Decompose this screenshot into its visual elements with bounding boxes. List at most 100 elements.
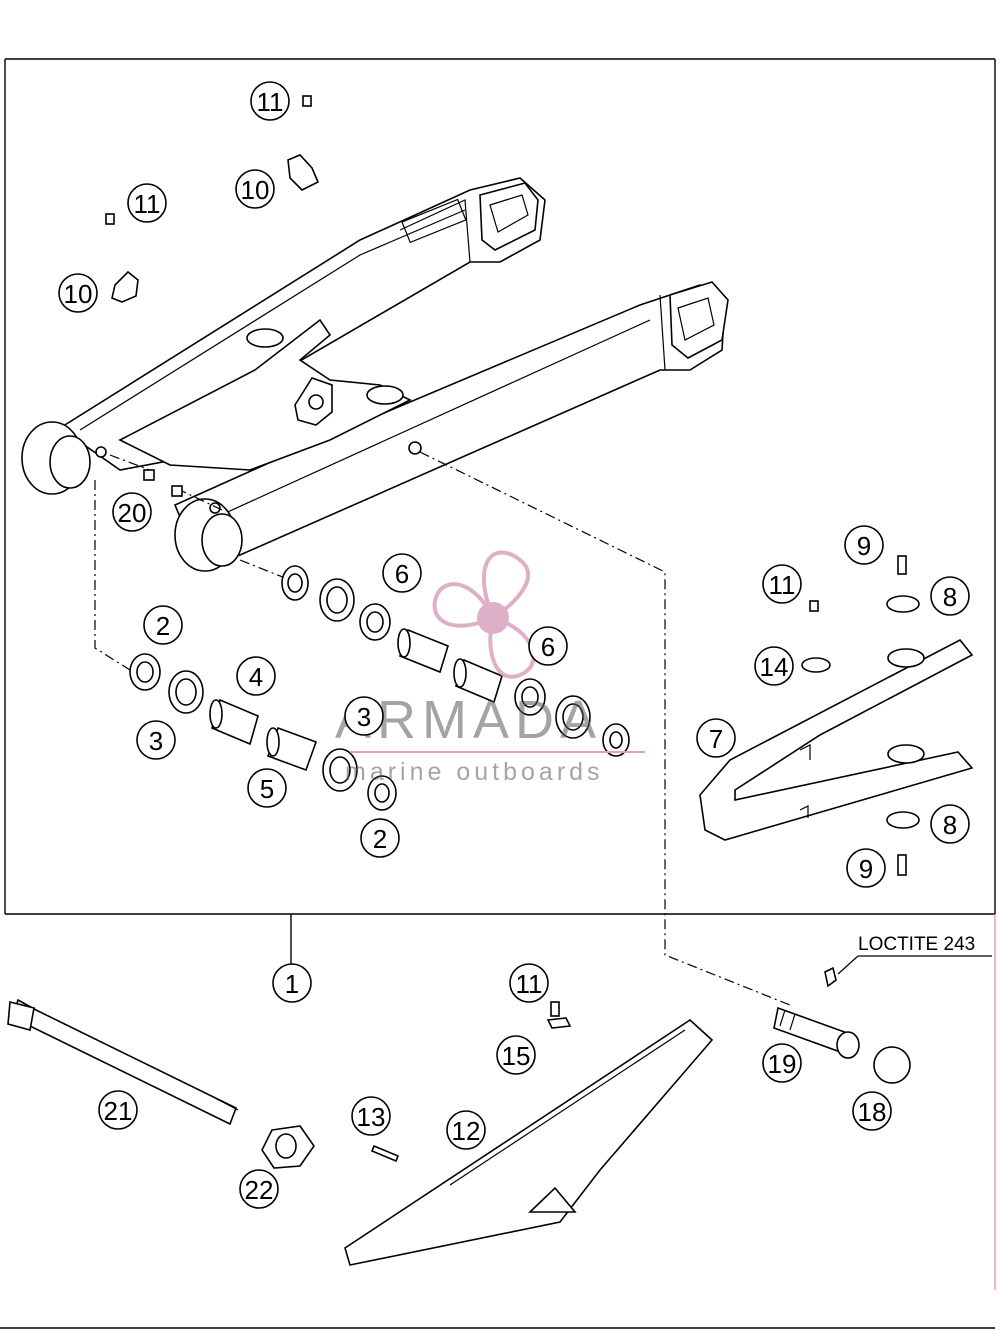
callout-circle <box>236 656 276 696</box>
chain-guard-part <box>344 1018 714 1266</box>
callout-11b: 11 <box>127 183 167 223</box>
callout-number: 10 <box>64 279 93 309</box>
callout-circle <box>696 718 736 758</box>
callout-circle <box>98 1090 138 1130</box>
callout-number: 11 <box>516 969 543 999</box>
callout-2b: 2 <box>360 818 400 858</box>
callout-number: 3 <box>149 726 163 756</box>
callout-number: 1 <box>285 969 299 999</box>
callout-number: 6 <box>395 559 409 589</box>
hardware-parts <box>105 95 920 1163</box>
callout-circle <box>239 1169 279 1209</box>
callout-circle <box>235 169 275 209</box>
callout-number: 13 <box>357 1102 386 1132</box>
callout-circle <box>846 848 886 888</box>
callout-circle <box>762 1043 802 1083</box>
callout-12: 12 <box>446 1110 486 1150</box>
callout-circle <box>351 1096 391 1136</box>
callout-number: 2 <box>156 611 170 641</box>
watermark: ARMADA marine outboards <box>335 550 645 786</box>
propeller-logo-icon <box>432 550 536 679</box>
callout-10a: 10 <box>235 169 275 209</box>
callout-circle <box>446 1110 486 1150</box>
callout-11a: 11 <box>250 81 290 121</box>
callout-number: 20 <box>118 498 147 528</box>
callout-number: 22 <box>245 1175 274 1205</box>
callout-circle <box>58 273 98 313</box>
callout-number: 21 <box>104 1096 133 1126</box>
chain-slider-part <box>699 638 974 841</box>
callout-3a: 3 <box>136 720 176 760</box>
callout-number: 11 <box>134 189 161 219</box>
callout-circle <box>844 525 884 565</box>
callout-18: 18 <box>852 1091 892 1131</box>
callout-9a: 9 <box>844 525 884 565</box>
callout-circle <box>930 804 970 844</box>
callout-number: 7 <box>709 724 723 754</box>
callout-13: 13 <box>351 1096 391 1136</box>
callout-circle <box>272 963 312 1003</box>
callout-20: 20 <box>112 492 152 532</box>
callout-number: 5 <box>260 774 274 804</box>
callout-number: 14 <box>760 652 789 682</box>
callout-6a: 6 <box>382 553 422 593</box>
callout-number: 18 <box>858 1097 887 1127</box>
callout-circle <box>528 626 568 666</box>
callout-2a: 2 <box>143 605 183 645</box>
bearing-parts <box>129 565 630 811</box>
callout-number: 2 <box>373 824 387 854</box>
watermark-tagline: marine outboards <box>345 758 604 786</box>
assembly-leader-lines <box>94 451 791 1006</box>
callout-circle <box>127 183 167 223</box>
callout-22: 22 <box>239 1169 279 1209</box>
callout-circle <box>360 818 400 858</box>
callout-8a: 8 <box>930 576 970 616</box>
callout-number: 8 <box>943 582 957 612</box>
callout-circle <box>247 768 287 808</box>
callout-number: 15 <box>502 1041 531 1071</box>
callout-number: 11 <box>257 87 284 117</box>
callout-circle <box>754 646 794 686</box>
callout-number: 3 <box>357 702 371 732</box>
diagram-frame <box>0 58 996 1329</box>
callout-circle <box>112 492 152 532</box>
callout-19: 19 <box>762 1043 802 1083</box>
callout-circle <box>250 81 290 121</box>
callout-number: 12 <box>452 1116 481 1146</box>
callout-9b: 9 <box>846 848 886 888</box>
axle-parts <box>7 998 911 1169</box>
callout-circle <box>930 576 970 616</box>
callout-14: 14 <box>754 646 794 686</box>
callout-5: 5 <box>247 768 287 808</box>
callout-circle <box>382 553 422 593</box>
callout-4: 4 <box>236 656 276 696</box>
callout-1: 1 <box>272 963 312 1003</box>
callout-21: 21 <box>98 1090 138 1130</box>
callout-number: 4 <box>249 662 263 692</box>
callout-circle <box>143 605 183 645</box>
callout-number: 11 <box>769 570 796 600</box>
callout-circle <box>762 564 802 604</box>
callout-10b: 10 <box>58 273 98 313</box>
loctite-annotation: LOCTITE 243 <box>837 934 992 975</box>
swingarm-part <box>21 177 729 572</box>
callout-8b: 8 <box>930 804 970 844</box>
callout-15: 15 <box>496 1035 536 1075</box>
loctite-label: LOCTITE 243 <box>858 934 975 955</box>
callout-11c: 11 <box>762 564 802 604</box>
callout-number: 8 <box>943 810 957 840</box>
callout-11d: 11 <box>509 963 549 1003</box>
callout-circle <box>136 720 176 760</box>
callout-number: 9 <box>859 854 873 884</box>
callout-circle <box>852 1091 892 1131</box>
callout-number: 9 <box>857 531 871 561</box>
callout-7: 7 <box>696 718 736 758</box>
callout-circle <box>344 696 384 736</box>
callout-number: 19 <box>768 1049 797 1079</box>
callout-circle <box>496 1035 536 1075</box>
callout-number: 10 <box>241 175 270 205</box>
callout-3b: 3 <box>344 696 384 736</box>
callout-number: 6 <box>541 632 555 662</box>
